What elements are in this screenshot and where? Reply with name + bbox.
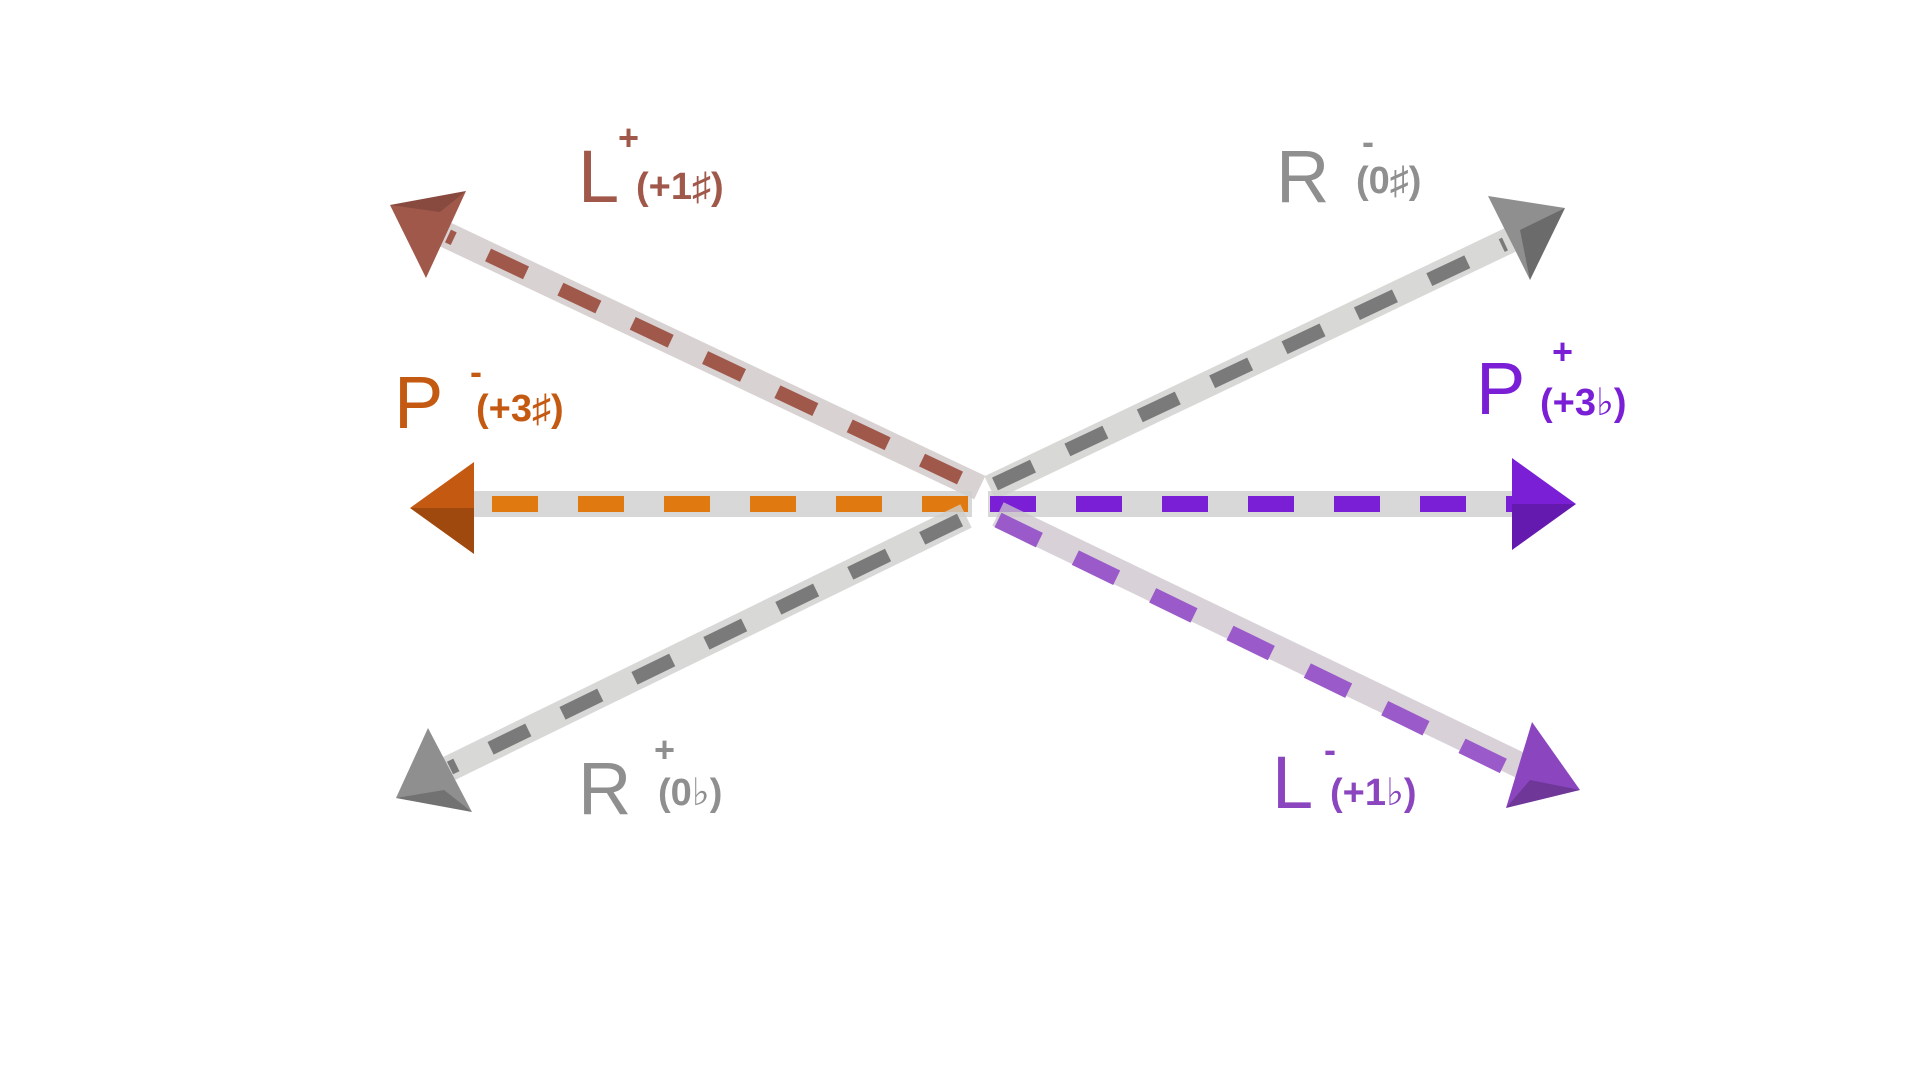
arrow-p-minus [410, 462, 972, 554]
label-p-plus-sub: (+3♭) [1540, 382, 1627, 424]
arrow-l-minus-dashes [994, 512, 1524, 782]
label-r-plus-sign: + [654, 729, 676, 770]
label-l-minus-letter: L [1272, 741, 1314, 824]
label-p-plus-sign: + [1552, 331, 1574, 372]
arrow-r-plus [396, 504, 972, 812]
label-r-minus-sign: - [1362, 121, 1374, 162]
arrow-l-plus-head [390, 191, 466, 278]
arrow-r-plus-head-shade [396, 790, 472, 812]
arrow-r-minus-head [1488, 196, 1565, 280]
label-p-minus: P - (+3♯) [394, 354, 564, 440]
arrow-p-plus-head [1512, 458, 1576, 550]
label-p-plus-letter: P [1476, 347, 1526, 430]
label-l-minus: L - (+1♭) [1272, 732, 1417, 820]
arrow-l-minus-head-shade [1506, 780, 1580, 808]
label-r-plus: R + (0♭) [578, 732, 722, 826]
label-l-plus: L + (+1♯) [578, 120, 724, 214]
label-p-plus: P + (+3♭) [1476, 334, 1627, 426]
label-l-minus-sub: (+1♭) [1330, 772, 1417, 814]
label-l-plus-sign: + [618, 117, 640, 158]
label-r-minus-sub: (0♯) [1356, 160, 1422, 202]
label-r-plus-sub: (0♭) [658, 772, 723, 814]
arrow-r-minus-head-shade [1520, 208, 1565, 280]
label-r-minus-letter: R [1276, 135, 1330, 218]
arrow-l-plus [390, 191, 986, 500]
arrow-r-plus-head [396, 728, 472, 812]
label-l-plus-letter: L [578, 135, 620, 218]
label-l-minus-sign: - [1324, 729, 1336, 770]
arrow-p-minus-head [410, 462, 474, 554]
label-p-minus-sign: - [470, 351, 482, 392]
label-l-plus-sub: (+1♯) [636, 166, 724, 208]
arrow-r-minus-dashes [992, 237, 1508, 491]
arrow-p-plus [988, 458, 1576, 550]
arrow-r-plus-dashes [446, 513, 964, 775]
arrow-l-plus-dashes [445, 229, 963, 485]
arrow-p-plus-head-shade [1512, 504, 1576, 550]
label-p-minus-letter: P [394, 361, 444, 444]
label-r-plus-letter: R [578, 747, 632, 830]
label-r-minus: R - (0♯) [1276, 124, 1421, 214]
arrow-l-minus [992, 502, 1580, 808]
arrow-l-plus-head-shade [390, 191, 466, 212]
arrow-l-minus-head [1506, 722, 1580, 808]
label-p-minus-sub: (+3♯) [476, 388, 564, 430]
arrow-p-minus-head-shade [410, 508, 474, 554]
arrow-r-minus [984, 196, 1565, 500]
